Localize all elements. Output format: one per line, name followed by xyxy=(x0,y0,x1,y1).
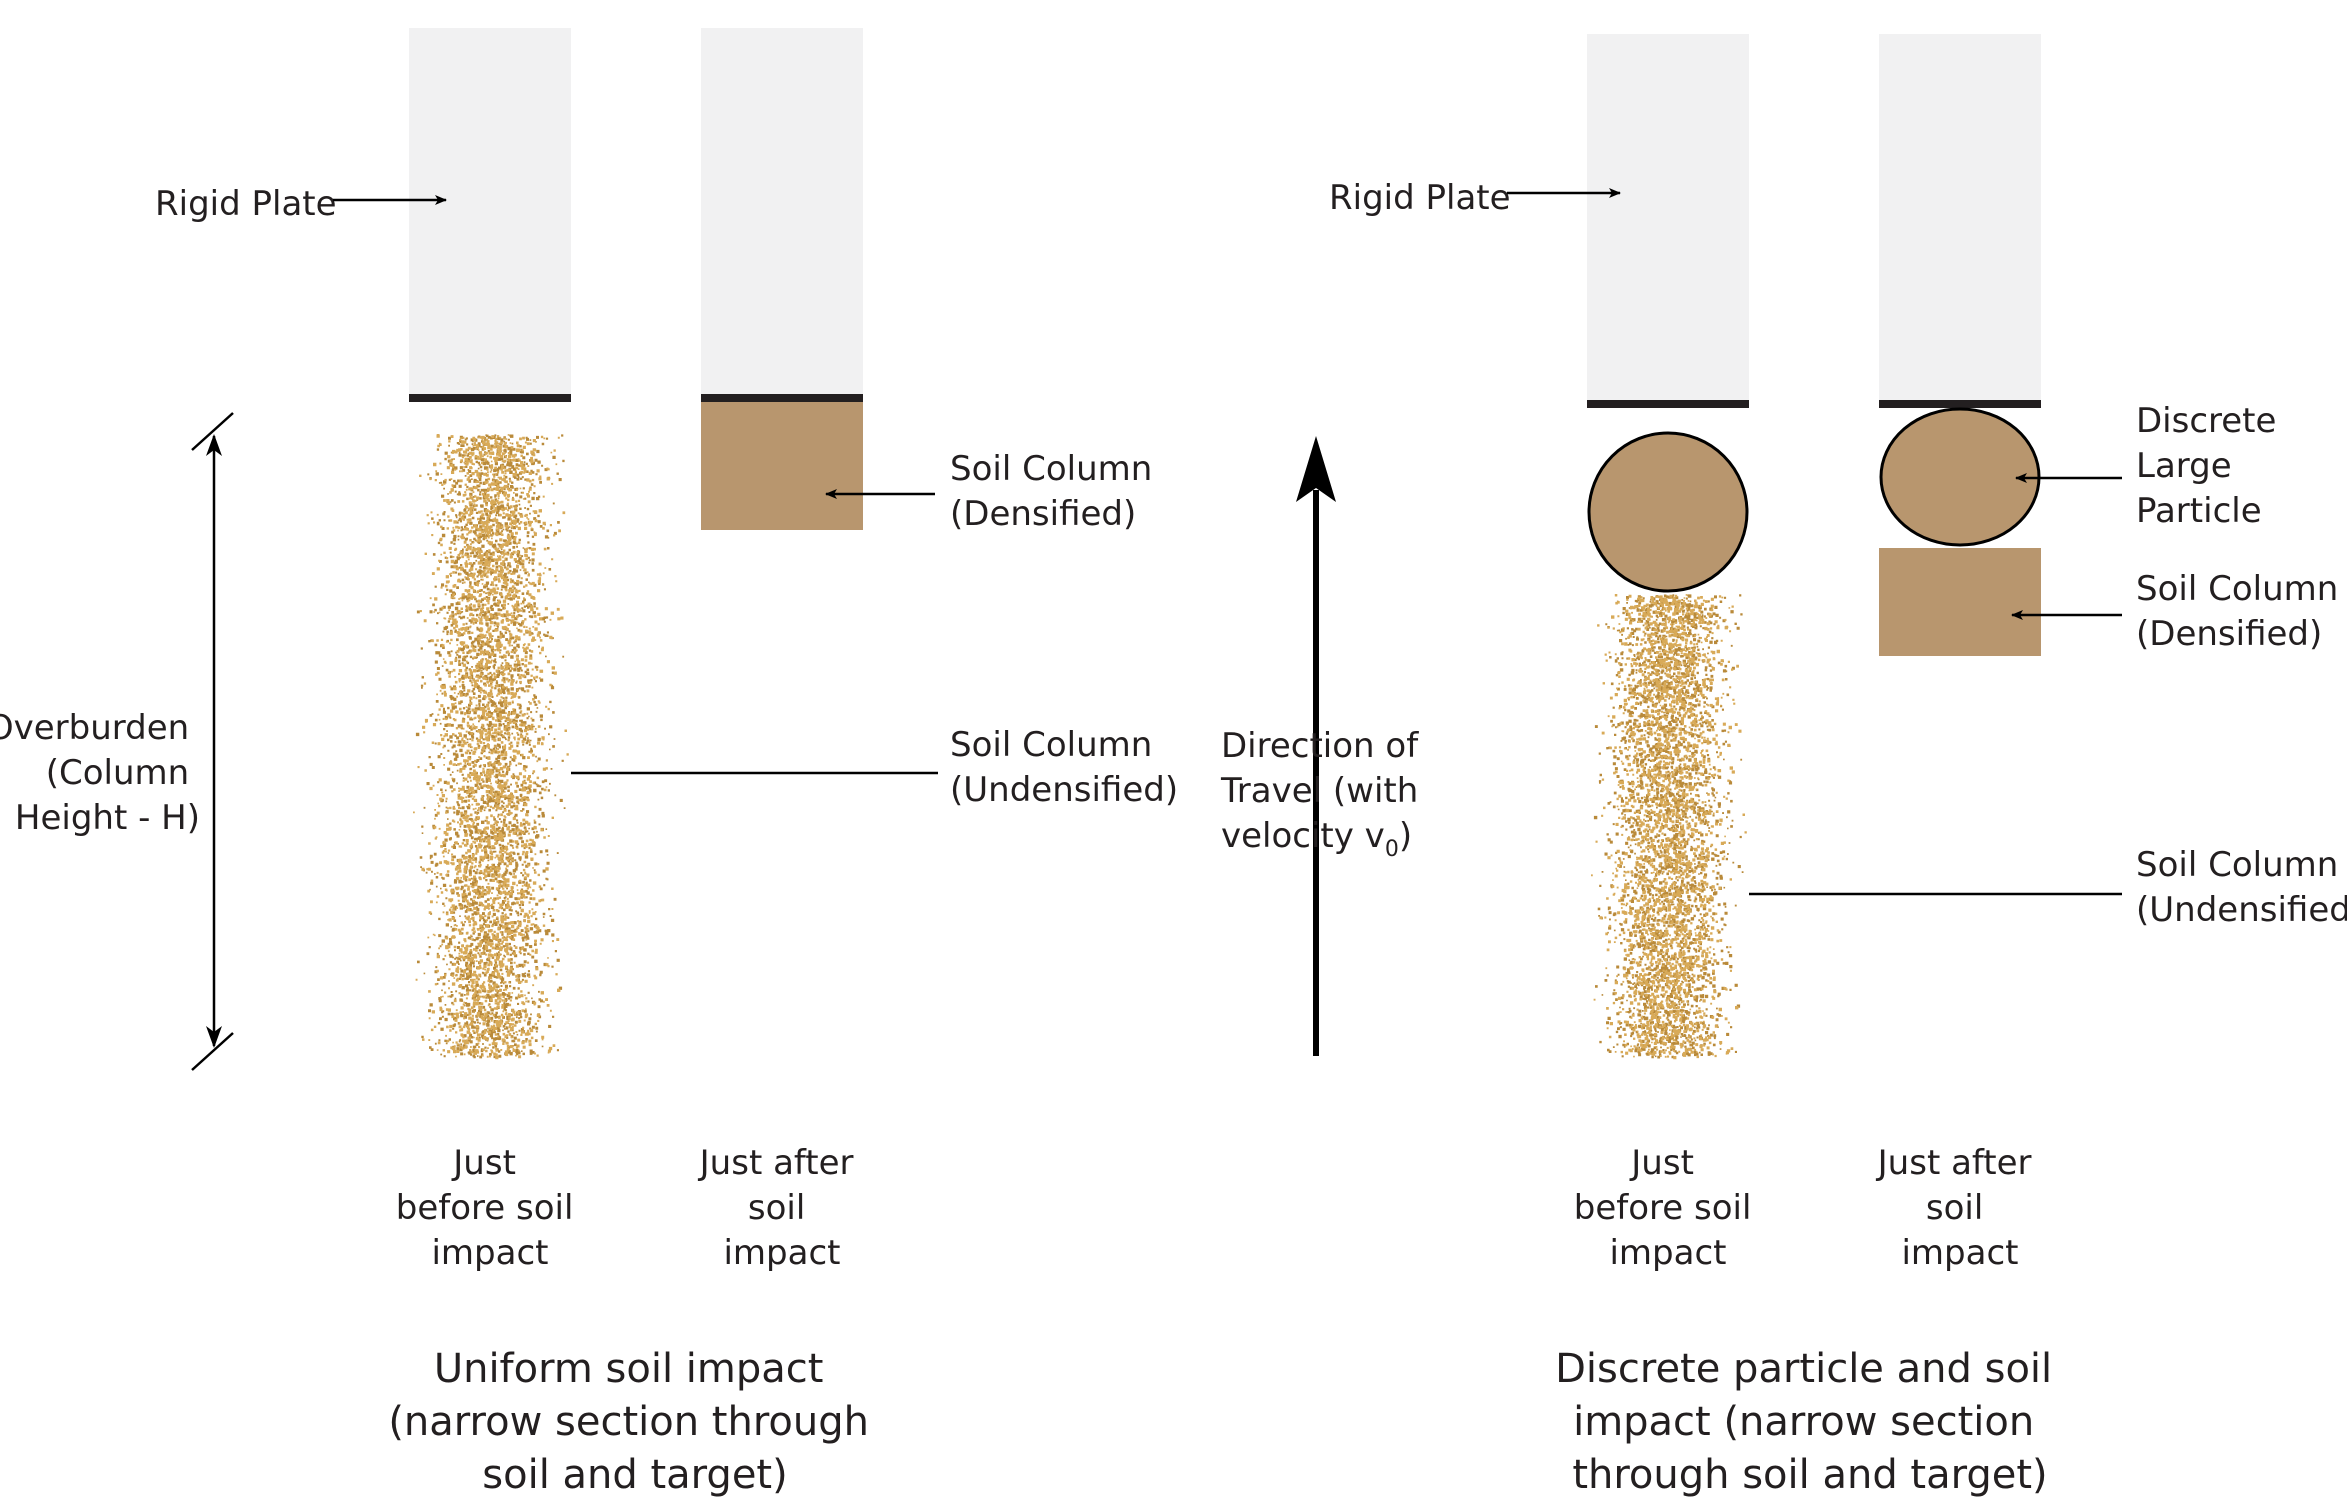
large-particle-before xyxy=(1587,431,1749,593)
rigid-plate-after xyxy=(701,28,863,398)
densified-soil-label-right: Soil Column (Densified) xyxy=(2136,569,2347,654)
undensified-soil-label-right: Soil Column (Undensified) xyxy=(2136,845,2347,930)
undensified-soil-column-right xyxy=(1591,594,1747,1060)
densified-soil-column xyxy=(701,402,863,530)
right-panel-caption: Discrete particle and soil impact (narro… xyxy=(1555,1346,2065,1498)
after-impact-label-right: Just after soil impact xyxy=(1876,1143,2043,1273)
undensified-soil-label: Soil Column (Undensified) xyxy=(950,725,1178,810)
large-particle-after xyxy=(1879,407,2041,547)
velocity-label: velocity v0) xyxy=(1221,816,1412,862)
plate-edge-before xyxy=(409,394,571,402)
before-impact-label: Just before soil impact xyxy=(396,1143,584,1273)
direction-label: Direction of Travel (with xyxy=(1220,726,1429,811)
rigid-plate-label: Rigid Plate xyxy=(155,184,337,224)
left-panel: Rigid Plate Overburden (Column Height - … xyxy=(0,28,1178,1498)
densified-soil-label: Soil Column (Densified) xyxy=(950,449,1163,534)
dimension-arrowhead-top xyxy=(206,434,222,456)
overburden-label: Overburden (Column Height - H) xyxy=(0,708,200,838)
densified-soil-column-right xyxy=(1879,548,2041,656)
dimension-tick-top xyxy=(191,412,234,451)
rigid-plate-before-right xyxy=(1587,34,1749,404)
before-impact-label-right: Just before soil impact xyxy=(1574,1143,1762,1273)
plate-edge-after xyxy=(701,394,863,402)
direction-arrowhead xyxy=(1296,436,1336,502)
rigid-plate-label-right: Rigid Plate xyxy=(1329,178,1511,218)
undensified-soil-column xyxy=(413,434,569,1060)
direction-of-travel: Direction of Travel (with velocity v0) xyxy=(1220,436,1429,1056)
rigid-plate-after-right xyxy=(1879,34,2041,404)
plate-edge-before-right xyxy=(1587,400,1749,408)
after-impact-label: Just after soil impact xyxy=(698,1143,865,1273)
left-panel-caption: Uniform soil impact (narrow section thro… xyxy=(388,1346,881,1498)
plate-edge-after-right xyxy=(1879,400,2041,408)
right-panel: Rigid Plate Discrete Large Particle Soil… xyxy=(1329,34,2347,1498)
particle-label: Discrete Large Particle xyxy=(2136,401,2287,531)
dimension-tick-bottom xyxy=(191,1032,234,1071)
dimension-arrowhead-bottom xyxy=(206,1026,222,1048)
rigid-plate-before xyxy=(409,28,571,398)
